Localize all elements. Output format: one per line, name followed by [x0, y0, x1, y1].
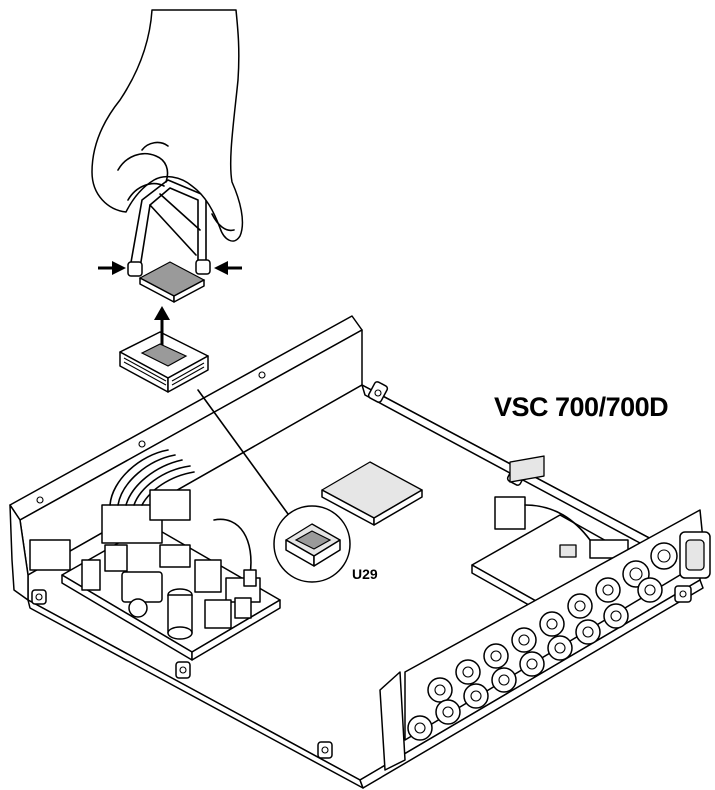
arrow-inward-icon: [98, 261, 242, 275]
chip-extractor: [127, 179, 211, 303]
model-label: VSC 700/700D: [494, 392, 669, 422]
bnc-connector-array: [379, 509, 711, 771]
hand-holding-extractor-icon: [91, 9, 244, 242]
bnc-row-lower: [407, 577, 663, 741]
main-chip: [321, 461, 423, 526]
callout: [197, 389, 351, 583]
chip-label-u29: U29: [352, 566, 378, 582]
arrow-up-icon: [154, 306, 170, 345]
chassis: [9, 315, 706, 789]
plcc-socket: [119, 331, 209, 393]
power-supply-board: [29, 449, 281, 661]
serial-port: [679, 531, 711, 579]
bnc-row-upper: [427, 542, 678, 703]
